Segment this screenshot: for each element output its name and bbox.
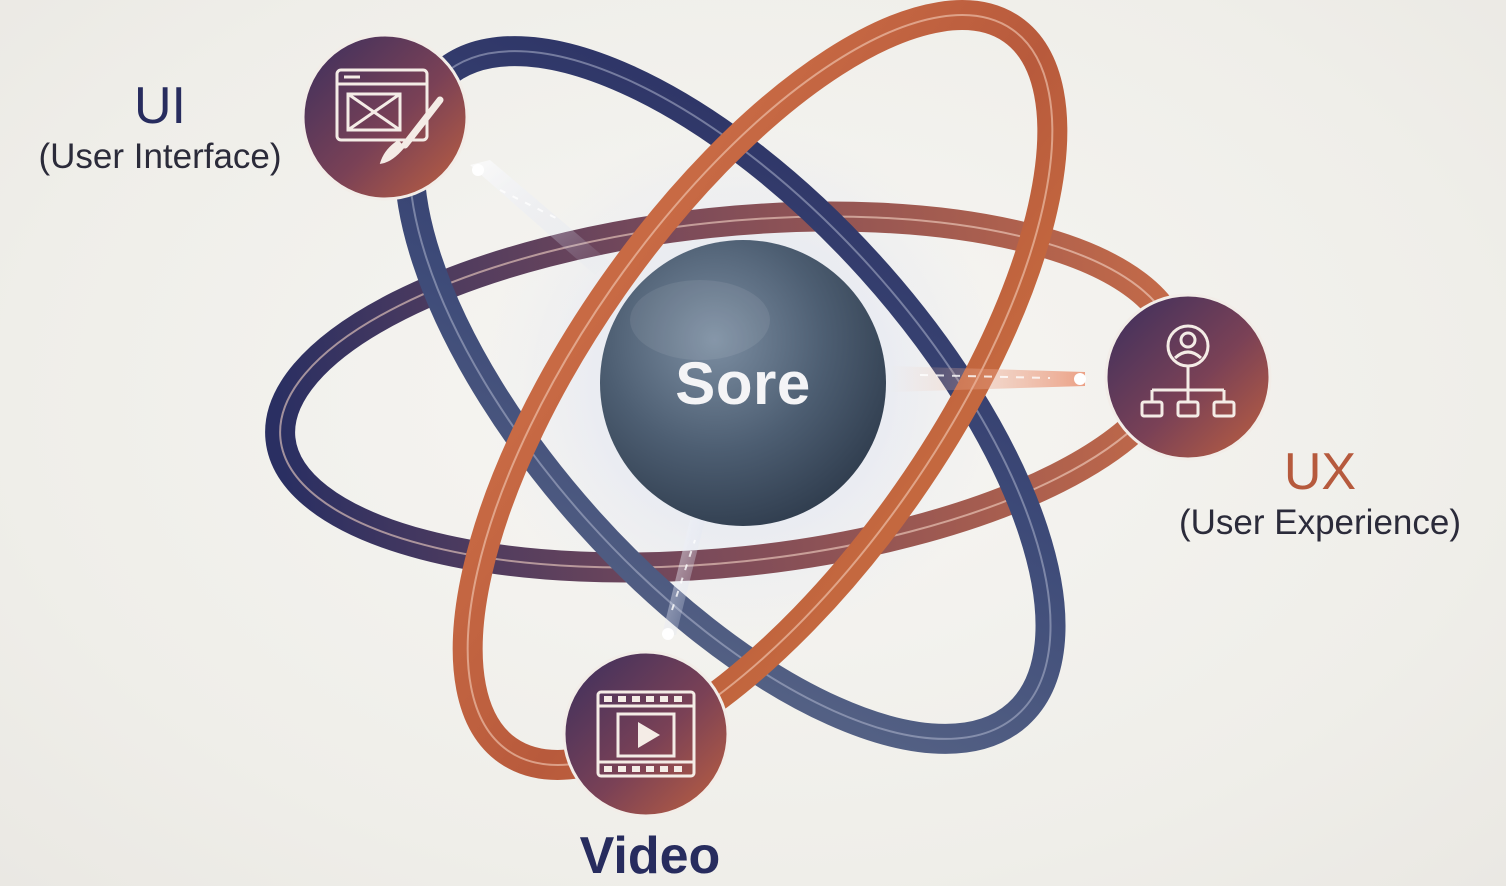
ux-node-label: UX (User Experience) xyxy=(1160,446,1480,543)
core-highlight xyxy=(630,280,770,360)
ui-subtitle: (User Interface) xyxy=(38,137,282,176)
ux-subtitle: (User Experience) xyxy=(1178,503,1462,542)
beam-ui xyxy=(470,160,610,275)
beam-ux xyxy=(890,366,1086,392)
ui-node-label: UI (User Interface) xyxy=(10,80,310,177)
ui-node[interactable] xyxy=(301,33,469,201)
video-node-label: Video xyxy=(520,830,780,882)
core-label: Sore xyxy=(675,349,811,417)
core-sphere xyxy=(600,240,886,526)
film-play-icon xyxy=(596,690,696,778)
beam-video xyxy=(662,520,705,640)
orbit-ring-rust xyxy=(452,0,1068,780)
ui-title: UI xyxy=(134,77,186,135)
ux-node[interactable] xyxy=(1104,293,1272,461)
video-title: Video xyxy=(579,827,721,885)
video-node[interactable] xyxy=(562,650,730,818)
user-hierarchy-icon xyxy=(1140,324,1236,418)
ux-title: UX xyxy=(1283,443,1357,501)
wireframe-brush-icon xyxy=(335,68,444,164)
